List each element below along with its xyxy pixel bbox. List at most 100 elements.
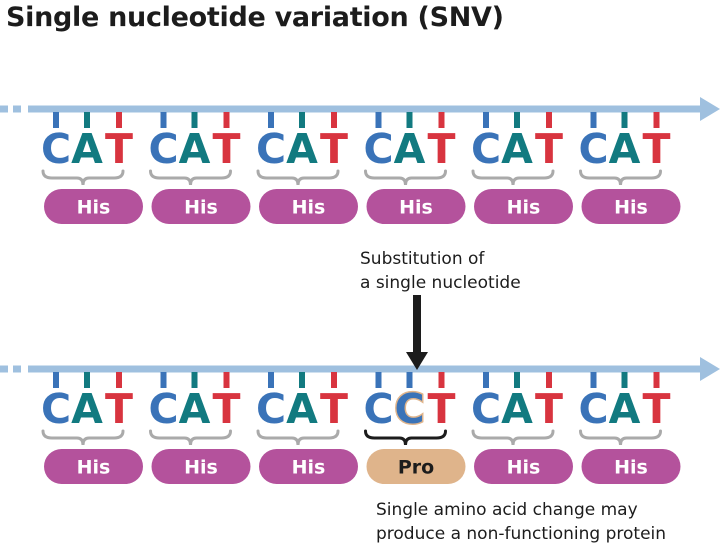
- original-amino-acid-2: His: [151, 189, 251, 224]
- base-A: A: [286, 385, 318, 433]
- base-tick-C: [53, 372, 59, 388]
- codon-bracket-highlighted: [364, 429, 447, 446]
- base-A: A: [71, 385, 103, 433]
- amino-acid-label: His: [507, 197, 541, 219]
- base-tick-T: [438, 112, 445, 128]
- base-tick-T: [331, 372, 337, 388]
- base-A: A: [501, 125, 533, 173]
- amino-acid-pill: [581, 449, 681, 484]
- base-tick-C: [160, 372, 167, 388]
- arrow-head: [406, 352, 428, 370]
- base-C: C: [578, 125, 608, 173]
- base-C: C: [41, 385, 71, 433]
- base-tick-A: [406, 112, 413, 128]
- base-A: A: [609, 125, 641, 173]
- amino-acid-label: His: [614, 457, 648, 479]
- base-C: C: [148, 385, 178, 433]
- consequence-note: Single amino acid change may produce a n…: [376, 498, 666, 546]
- strand-line: [28, 105, 700, 113]
- base-A: A: [394, 125, 426, 173]
- original-amino-acid-6: His: [581, 189, 681, 224]
- substitution-note-line1: Substitution of: [360, 249, 485, 269]
- base-A: A: [609, 385, 641, 433]
- amino-acid-label: His: [399, 197, 433, 219]
- base-tick-C: [375, 112, 382, 128]
- amino-acid-label: His: [614, 197, 648, 219]
- amino-acid-pill: [366, 449, 466, 484]
- base-C: C: [363, 385, 393, 433]
- substitution-note-line2: a single nucleotide: [360, 273, 521, 293]
- amino-acid-label: His: [184, 197, 218, 219]
- base-A: A: [179, 385, 211, 433]
- original-amino-acid-4: His: [366, 189, 466, 224]
- amino-acid-label: His: [507, 457, 541, 479]
- mutated-amino-acid-5: His: [474, 449, 573, 484]
- base-tick-T: [116, 112, 122, 128]
- mutated-amino-acid-4: Pro: [366, 449, 466, 484]
- amino-acid-pill: [366, 189, 466, 224]
- codon-bracket: [41, 169, 125, 186]
- amino-acid-label: His: [184, 457, 218, 479]
- base-tick-T: [546, 112, 552, 128]
- codon-bracket: [149, 429, 232, 446]
- original-dna-strand: [0, 97, 720, 121]
- base-T: T: [643, 125, 671, 173]
- codon-bracket: [579, 429, 662, 446]
- base-T: T: [213, 125, 241, 173]
- amino-acid-pill: [259, 449, 358, 484]
- base-C: C: [578, 385, 608, 433]
- base-tick-C: [160, 112, 167, 128]
- amino-acid-label: His: [292, 197, 326, 219]
- base-tick-T: [546, 372, 552, 388]
- figure-title: Single nucleotide variation (SNV): [6, 2, 504, 33]
- codon-bracket: [364, 169, 447, 186]
- consequence-note-line1: Single amino acid change may: [376, 500, 638, 520]
- amino-acid-pill: [151, 189, 251, 224]
- mutated-amino-acid-3: His: [259, 449, 358, 484]
- base-T: T: [105, 125, 133, 173]
- base-T: T: [105, 385, 133, 433]
- base-tick-T: [438, 372, 445, 388]
- amino-acid-label: Pro: [398, 457, 434, 479]
- base-tick-C: [375, 372, 382, 388]
- base-C: C: [148, 125, 178, 173]
- substituted-base-C: C: [394, 385, 424, 433]
- base-tick-C: [590, 372, 597, 388]
- base-tick-A: [191, 112, 198, 128]
- original-amino-acid-3: His: [259, 189, 358, 224]
- base-tick-C: [483, 372, 489, 388]
- arrow-shaft: [413, 295, 421, 355]
- strand-dash: [13, 105, 21, 113]
- base-tick-A: [514, 112, 520, 128]
- base-C: C: [471, 125, 501, 173]
- base-A: A: [179, 125, 211, 173]
- strand-dash: [0, 105, 8, 113]
- base-tick-A: [299, 112, 305, 128]
- base-A: A: [501, 385, 533, 433]
- codon-bracket: [41, 429, 125, 446]
- base-tick-A: [514, 372, 520, 388]
- mutated-amino-acid-6: His: [581, 449, 681, 484]
- base-tick-A: [299, 372, 305, 388]
- base-T: T: [320, 125, 348, 173]
- base-T: T: [535, 385, 563, 433]
- amino-acid-pill: [474, 189, 573, 224]
- consequence-note-line2: produce a non-functioning protein: [376, 524, 667, 544]
- mutated-amino-acid-2: His: [151, 449, 251, 484]
- amino-acid-pill: [474, 449, 573, 484]
- codon-bracket: [471, 169, 555, 186]
- base-tick-C: [406, 372, 413, 388]
- base-tick-A: [84, 372, 90, 388]
- base-tick-C: [483, 112, 489, 128]
- base-T: T: [643, 385, 671, 433]
- base-tick-T: [653, 112, 660, 128]
- mutated-amino-acid-1: His: [44, 449, 143, 484]
